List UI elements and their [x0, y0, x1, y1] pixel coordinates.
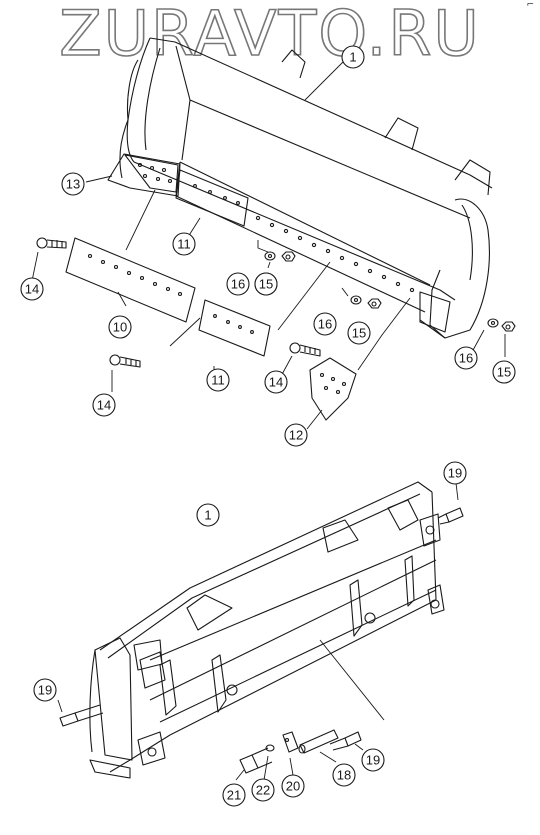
cutting-edge-10: [65, 237, 196, 323]
callout-11-a: 11: [177, 237, 191, 252]
cutting-edge-11-lower: [198, 299, 271, 357]
callout-20: 20: [286, 779, 300, 794]
pin-19-a: [59, 704, 104, 727]
bolt-14-a: [36, 237, 67, 249]
callout-12: 12: [289, 428, 303, 443]
callout-16-c: 16: [459, 351, 473, 366]
callout-19-a: 19: [448, 466, 462, 481]
bolt-14-c: [289, 342, 321, 357]
lock-20: [282, 731, 299, 753]
callout-15-b: 15: [352, 326, 366, 341]
leader-lines-bottom: [57, 482, 459, 781]
washer-16-c: [487, 318, 499, 328]
nut-15-a: [281, 251, 296, 262]
callout-16-a: 16: [231, 277, 245, 292]
callout-13: 13: [66, 177, 80, 192]
pin-19-b: [437, 507, 464, 525]
callout-14-a: 14: [25, 282, 39, 297]
callout-15-a: 15: [259, 277, 273, 292]
bolt-21: [239, 747, 273, 774]
callout-14-c: 14: [269, 375, 283, 390]
corner-mark: ⌐: [526, 0, 534, 10]
washer-16-b: [350, 295, 362, 305]
callout-14-b: 14: [97, 398, 111, 413]
callout-1-top: 1: [349, 50, 356, 65]
nut-15-b: [367, 298, 382, 309]
callout-22: 22: [256, 783, 270, 798]
cutting-edge-11-upper: [175, 169, 249, 227]
washer-16-a: [264, 251, 276, 261]
callout-19-b: 19: [38, 683, 52, 698]
callout-bubbles: [20, 45, 516, 807]
callout-19-c: 19: [366, 753, 380, 768]
bolt-holes-strip: [255, 215, 415, 293]
corner-bit-13: [107, 153, 181, 197]
pin-18: [298, 729, 339, 754]
blade-assembly-bottom: [89, 481, 445, 779]
callout-1-bottom: 1: [204, 508, 211, 523]
washer-22: [265, 744, 275, 752]
nut-15-c: [501, 321, 516, 332]
corner-bit-12: [309, 357, 357, 421]
callout-labels: 1 13 11 14 16 15 10 16 15 16 15 11 14 14…: [25, 50, 511, 803]
site-watermark: ZURAVTO.RU: [58, 0, 481, 70]
callout-21: 21: [227, 788, 241, 803]
callout-16-b: 16: [318, 317, 332, 332]
leader-lines-top: [31, 59, 506, 430]
callout-10: 10: [113, 320, 127, 335]
pin-19-c: [329, 731, 362, 751]
callout-15-c: 15: [497, 365, 511, 380]
callout-bubbles-extra: [226, 272, 278, 296]
callout-11-b: 11: [211, 373, 225, 388]
callout-18: 18: [337, 768, 351, 783]
bolt-14-b: [109, 354, 141, 368]
